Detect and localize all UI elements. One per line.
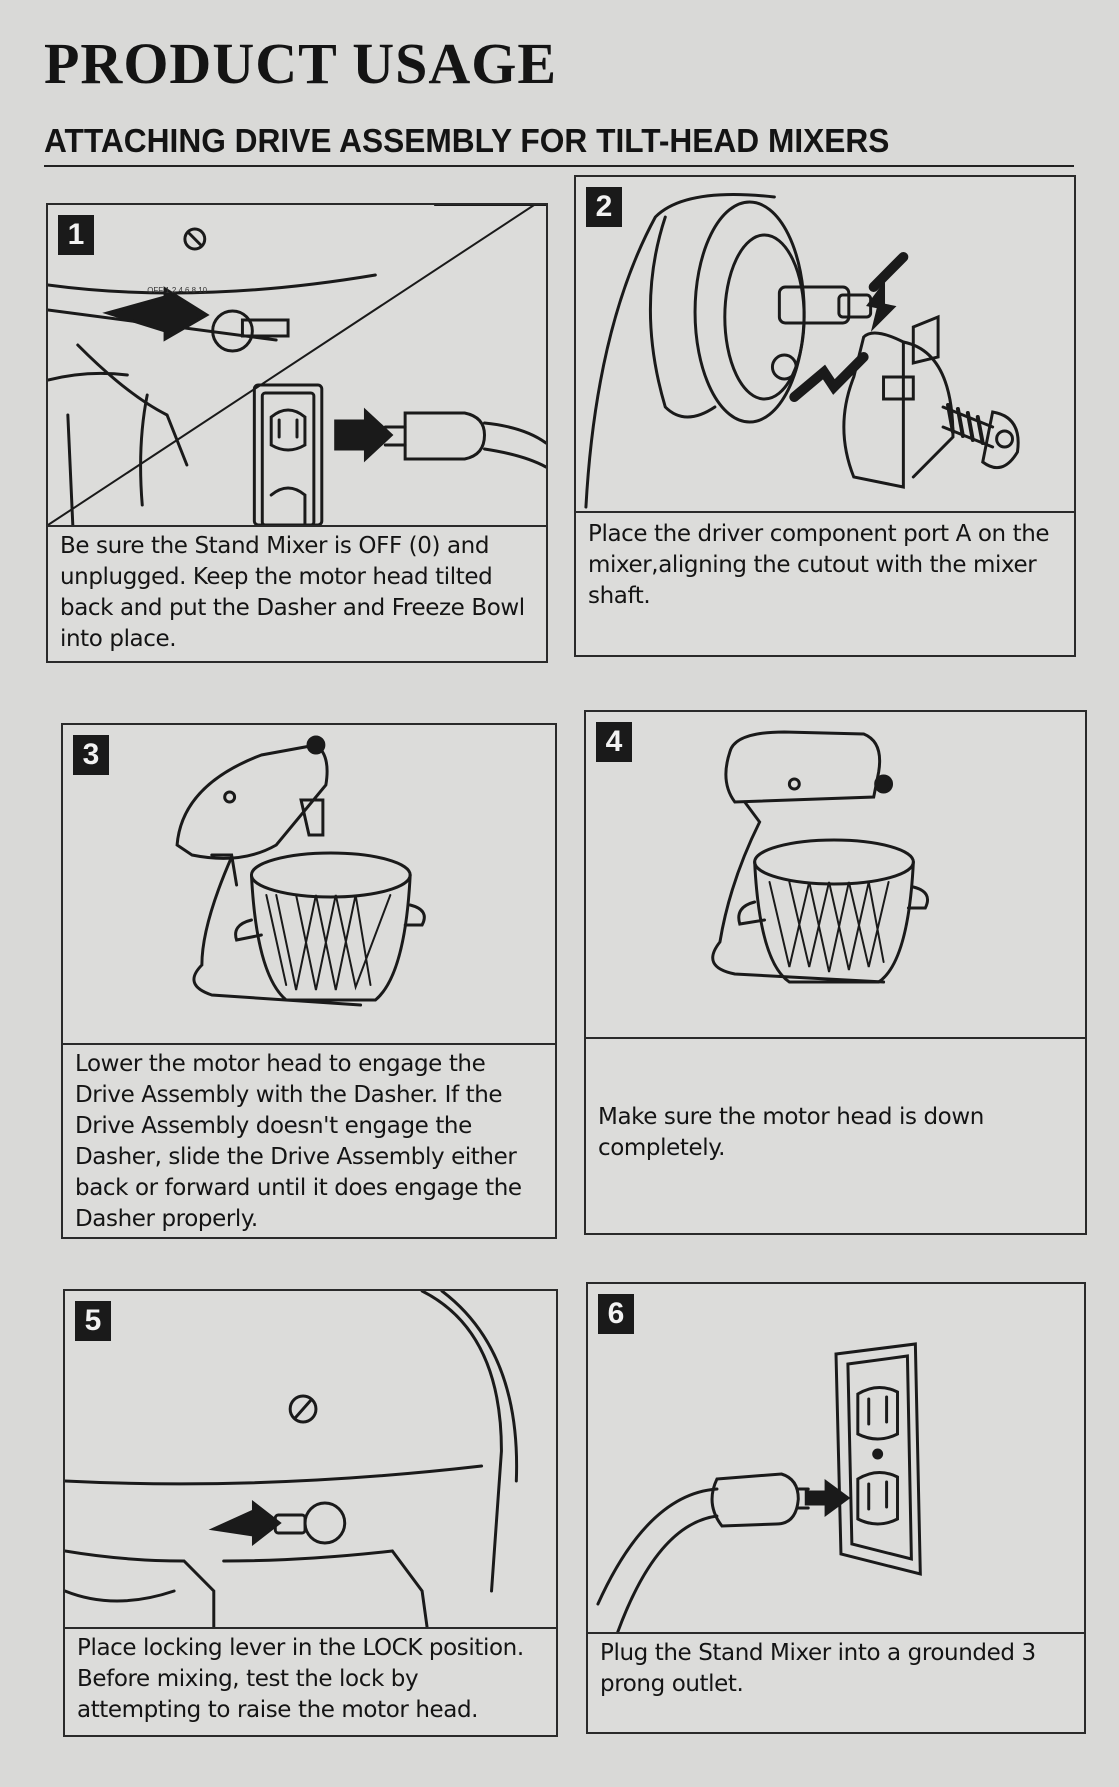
step-5-caption: Place locking lever in the LOCK position… <box>77 1635 524 1723</box>
step-3-number: 3 <box>73 735 109 775</box>
step-3: 3 Lower the motor head to engage the Dri… <box>61 723 557 1239</box>
power-plug-icon <box>596 1472 810 1632</box>
tilted-mixer-icon <box>175 735 363 1007</box>
page-title: PRODUCT USAGE <box>44 31 558 96</box>
step-4: 4 Make sure the motor head is down compl… <box>584 710 1087 1235</box>
step-5: 5 Place locking lever in the LOCK positi… <box>63 1289 558 1737</box>
step-6-number: 6 <box>598 1294 634 1334</box>
wall-outlet-icon <box>252 383 324 525</box>
step-1: OFF 1 2 4 6 8 10 1 Be sure the Stan <box>46 203 548 663</box>
section-divider <box>44 165 1074 167</box>
section-title: ATTACHING DRIVE ASSEMBLY FOR TILT-HEAD M… <box>44 122 890 159</box>
step-1-illustration: OFF 1 2 4 6 8 10 1 <box>48 205 546 527</box>
step-6-caption: Plug the Stand Mixer into a grounded 3 p… <box>600 1640 1036 1697</box>
lowered-mixer-icon <box>711 730 894 984</box>
step-2: 2 Place the driver component port A on t… <box>574 175 1076 657</box>
step-5-number: 5 <box>75 1301 111 1341</box>
freeze-bowl-icon <box>234 851 426 1002</box>
step-2-illustration: 2 <box>576 177 1074 513</box>
step-3-illustration: 3 <box>63 725 555 1045</box>
freeze-bowl-icon <box>737 838 929 984</box>
step-5-illustration: 5 <box>65 1291 556 1629</box>
step-3-caption: Lower the motor head to engage the Drive… <box>75 1051 522 1232</box>
step-4-caption: Make sure the motor head is down complet… <box>598 1104 984 1161</box>
step-2-caption: Place the driver component port A on the… <box>588 521 1050 609</box>
step-2-number: 2 <box>586 187 622 227</box>
step-4-number: 4 <box>596 722 632 762</box>
step-1-number: 1 <box>58 215 94 255</box>
step-6: 6 Plug the Stand Mixer into a grounded 3… <box>586 1282 1086 1734</box>
step-4-illustration: 4 <box>586 712 1085 1039</box>
speed-control-lever-icon: OFF 1 2 4 6 8 10 <box>48 227 377 525</box>
power-plug-icon <box>383 411 546 469</box>
mixer-shaft-icon <box>584 193 873 509</box>
step-1-caption: Be sure the Stand Mixer is OFF (0) and u… <box>60 533 525 652</box>
step-6-illustration: 6 <box>588 1284 1084 1634</box>
locking-lever-icon <box>65 1291 519 1627</box>
svg-text:OFF 1 2 4 6 8 10: OFF 1 2 4 6 8 10 <box>147 286 207 295</box>
wall-outlet-icon <box>834 1342 922 1576</box>
drive-assembly-icon <box>842 314 1020 489</box>
